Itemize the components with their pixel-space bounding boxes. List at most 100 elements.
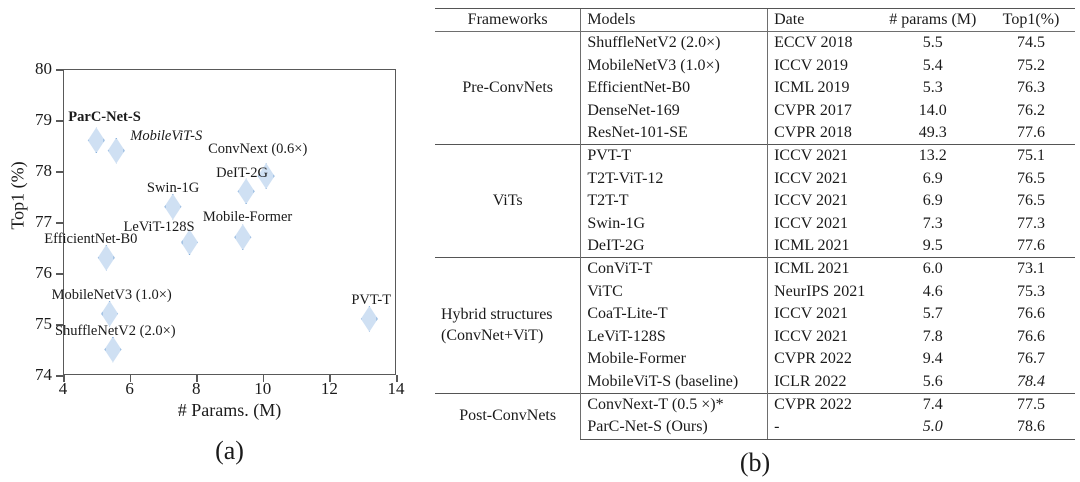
model-cell: ConViT-T — [580, 257, 768, 281]
x-tick-mark — [396, 375, 398, 382]
scatter-point-label: LeViT-128S — [123, 219, 195, 236]
params-cell: 13.2 — [878, 144, 987, 168]
x-tick-mark — [196, 375, 198, 382]
params-cell: 6.0 — [878, 257, 987, 281]
params-cell: 4.6 — [922, 282, 943, 300]
top1-cell: 75.2 — [1016, 56, 1045, 74]
params-cell: 9.4 — [922, 350, 943, 368]
top1-cell: 74.5 — [986, 31, 1075, 55]
x-tick-mark — [63, 375, 65, 382]
framework-cell: ViTs — [435, 144, 581, 258]
top1-cell: 73.1 — [986, 257, 1075, 281]
plot-area-frame — [63, 69, 396, 375]
framework-cell: Hybrid structures(ConvNet+ViT) — [435, 257, 581, 394]
y-tick-mark — [56, 273, 63, 275]
date-cell: ICCV 2021 — [767, 167, 879, 191]
top1-cell: 78.4 — [1016, 372, 1045, 390]
framework-cell: Post-ConvNets — [435, 392, 581, 440]
params-cell: 7.3 — [922, 214, 943, 232]
y-tick-label: 78 — [35, 161, 52, 180]
x-tick-label: 12 — [320, 379, 338, 398]
model-cell: ShuffleNetV2 (2.0×) — [580, 31, 768, 55]
model-cell: T2T-T — [580, 190, 768, 213]
x-tick-label: 4 — [58, 379, 68, 398]
scatter-point-label: Swin-1G — [146, 179, 200, 196]
scatter-point-label: EfficientNet-B0 — [44, 230, 138, 247]
x-tick-label: 8 — [191, 379, 201, 398]
params-cell: 5.3 — [922, 79, 943, 97]
model-cell: PVT-T — [580, 144, 768, 168]
scatter-point-marker — [257, 163, 275, 190]
top1-cell: 75.3 — [1016, 282, 1045, 300]
params-cell: 49.3 — [918, 124, 947, 142]
caption-a: (a) — [215, 436, 244, 465]
framework-cell: Pre-ConvNets — [435, 31, 581, 145]
model-cell: DeIT-2G — [580, 235, 768, 258]
params-cell: 5.0 — [878, 416, 987, 440]
top1-cell: 76.7 — [1016, 350, 1045, 368]
y-axis-label: Top1 (%) — [7, 161, 28, 230]
params-cell: 7.4 — [878, 392, 987, 417]
date-cell: ICCV 2021 — [767, 325, 879, 349]
framework-label-line2: (ConvNet+ViT) — [441, 326, 544, 344]
y-tick-mark — [56, 324, 63, 326]
header-date: Date — [767, 7, 879, 33]
table-header: Frameworks Models Date # params (M) Top1… — [435, 7, 1075, 33]
model-cell: LeViT-128S — [580, 325, 768, 349]
model-cell: EfficientNet-B0 — [580, 77, 768, 100]
header-row: Frameworks Models Date # params (M) Top1… — [435, 7, 1075, 33]
y-tick-label: 74 — [35, 365, 52, 384]
performance-table: Frameworks Models Date # params (M) Top1… — [435, 7, 1075, 440]
header-params: # params (M) — [878, 7, 987, 33]
y-tick-mark — [56, 375, 63, 377]
top1-cell: 75.1 — [986, 144, 1075, 168]
figure-b-table: Frameworks Models Date # params (M) Top1… — [430, 0, 1080, 482]
scatter-point-marker — [87, 127, 105, 154]
scatter-point-marker — [164, 193, 182, 220]
scatter-point-label: DeIT-2G — [216, 165, 268, 182]
date-cell: - — [767, 416, 879, 440]
caption-b: (b) — [739, 448, 771, 477]
x-tick-label: 6 — [125, 379, 134, 398]
header-models: Models — [580, 7, 768, 33]
params-cell: 5.5 — [878, 31, 987, 55]
params-cell: 6.9 — [922, 192, 943, 210]
date-cell: ECCV 2018 — [767, 31, 879, 55]
header-top1: Top1(%) — [986, 7, 1075, 33]
date-cell: ICCV 2021 — [767, 190, 879, 213]
date-cell: ICML 2021 — [767, 257, 879, 281]
top1-cell: 76.6 — [1016, 327, 1045, 345]
params-cell: 14.0 — [918, 101, 947, 119]
y-tick-label: 77 — [35, 212, 52, 231]
scatter-point-label: ShuffleNetV2 (2.0×) — [54, 322, 176, 339]
x-tick-mark — [329, 375, 331, 382]
top1-cell: 77.5 — [986, 392, 1075, 417]
params-cell: 6.9 — [922, 169, 943, 187]
x-axis-label: # Params. (M) — [177, 400, 282, 420]
y-tick-label: 79 — [35, 110, 52, 129]
params-cell: 9.5 — [922, 237, 943, 255]
params-cell: 5.7 — [922, 305, 943, 323]
top1-cell: 77.6 — [1016, 124, 1045, 142]
params-cell: 5.4 — [922, 56, 943, 74]
scatter-point-marker — [181, 229, 199, 256]
x-tick-label: 14 — [387, 379, 405, 398]
date-cell: CVPR 2017 — [767, 99, 879, 123]
params-cell: 7.8 — [922, 327, 943, 345]
model-cell: MobileViT-S (baseline) — [580, 370, 768, 394]
date-cell: ICML 2021 — [767, 235, 879, 258]
top1-cell: 76.2 — [1016, 101, 1045, 119]
model-cell: ViTC — [580, 280, 768, 304]
scatter-point-marker — [101, 300, 119, 327]
